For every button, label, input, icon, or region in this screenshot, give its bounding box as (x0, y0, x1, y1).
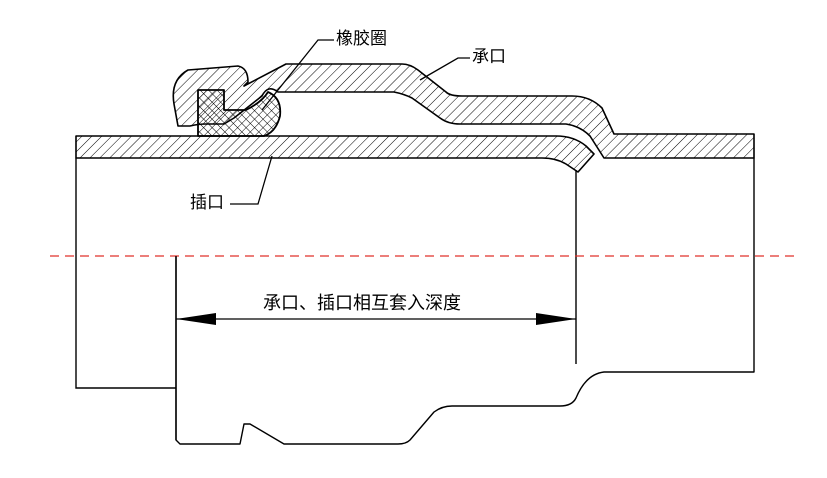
socket-label: 承口 (472, 47, 506, 67)
spigot-label: 插口 (190, 193, 224, 213)
spigot-leader (230, 155, 273, 205)
socket-wall (172, 63, 755, 159)
rubber-ring (197, 89, 282, 137)
spigot-wall (75, 135, 595, 173)
socket-leader (419, 57, 470, 81)
socket-body-outline (175, 158, 755, 445)
rubber-ring-label: 橡胶圈 (336, 29, 387, 49)
rubber-ring-leader (261, 39, 334, 111)
insertion-depth-label: 承口、插口相互套入深度 (263, 293, 461, 314)
spigot-outline (75, 158, 176, 389)
